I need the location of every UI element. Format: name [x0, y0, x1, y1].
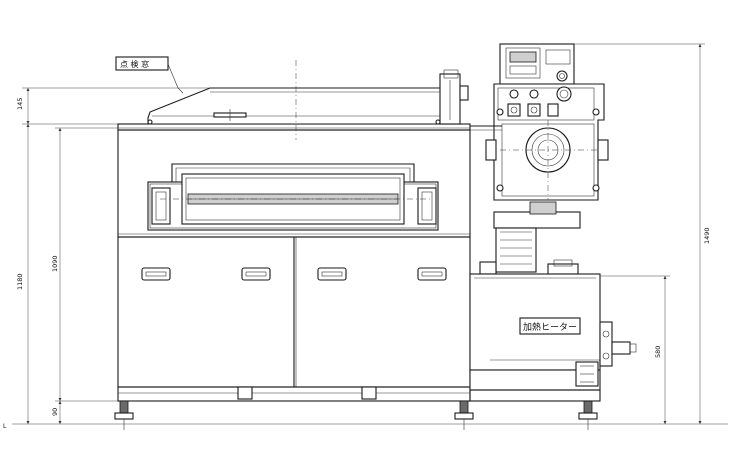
control-tower [470, 43, 609, 201]
switch-2-icon [529, 89, 539, 99]
dim-1180-label: 1180 [16, 273, 24, 290]
inspection-window-callout [115, 56, 169, 71]
dim-90-label: 90 [51, 408, 59, 416]
indicator-lamp-icon [556, 70, 568, 82]
right-dimensions: 1490 580 [570, 43, 711, 424]
heater-label-box [519, 317, 581, 335]
dim-1490-label: 1490 [703, 227, 711, 244]
door-handle-3 [317, 267, 347, 281]
door-handles [141, 267, 447, 281]
door-handle-4 [417, 267, 447, 281]
selector-knob-icon [556, 86, 572, 102]
heater-label: 加熱ヒーター [523, 321, 577, 333]
heater-tank: 加熱ヒーター [469, 273, 637, 402]
ground-line: L [3, 423, 728, 430]
door-handle-2 [241, 267, 271, 281]
inspection-window-label: 点 検 窓 [120, 59, 149, 69]
left-dimensions: 145 1180 1090 90 [16, 87, 300, 424]
door-handle-1 [141, 267, 171, 281]
ground-line-label: L [3, 423, 7, 430]
oven-chamber [147, 163, 439, 231]
switch-1-icon [509, 89, 519, 99]
inspection-hood: 点 検 窓 [115, 56, 469, 140]
foot-2 [454, 400, 474, 430]
dim-580-label: 580 [654, 346, 662, 358]
dim-1090-label: 1090 [51, 255, 59, 272]
dim-145-label: 145 [16, 98, 24, 110]
foot-1 [114, 400, 134, 430]
foot-3 [578, 400, 598, 430]
display-box [505, 47, 541, 79]
leveling-feet [114, 400, 598, 430]
main-body [117, 123, 471, 402]
motor-assembly [479, 201, 581, 275]
display-screen [509, 51, 537, 63]
